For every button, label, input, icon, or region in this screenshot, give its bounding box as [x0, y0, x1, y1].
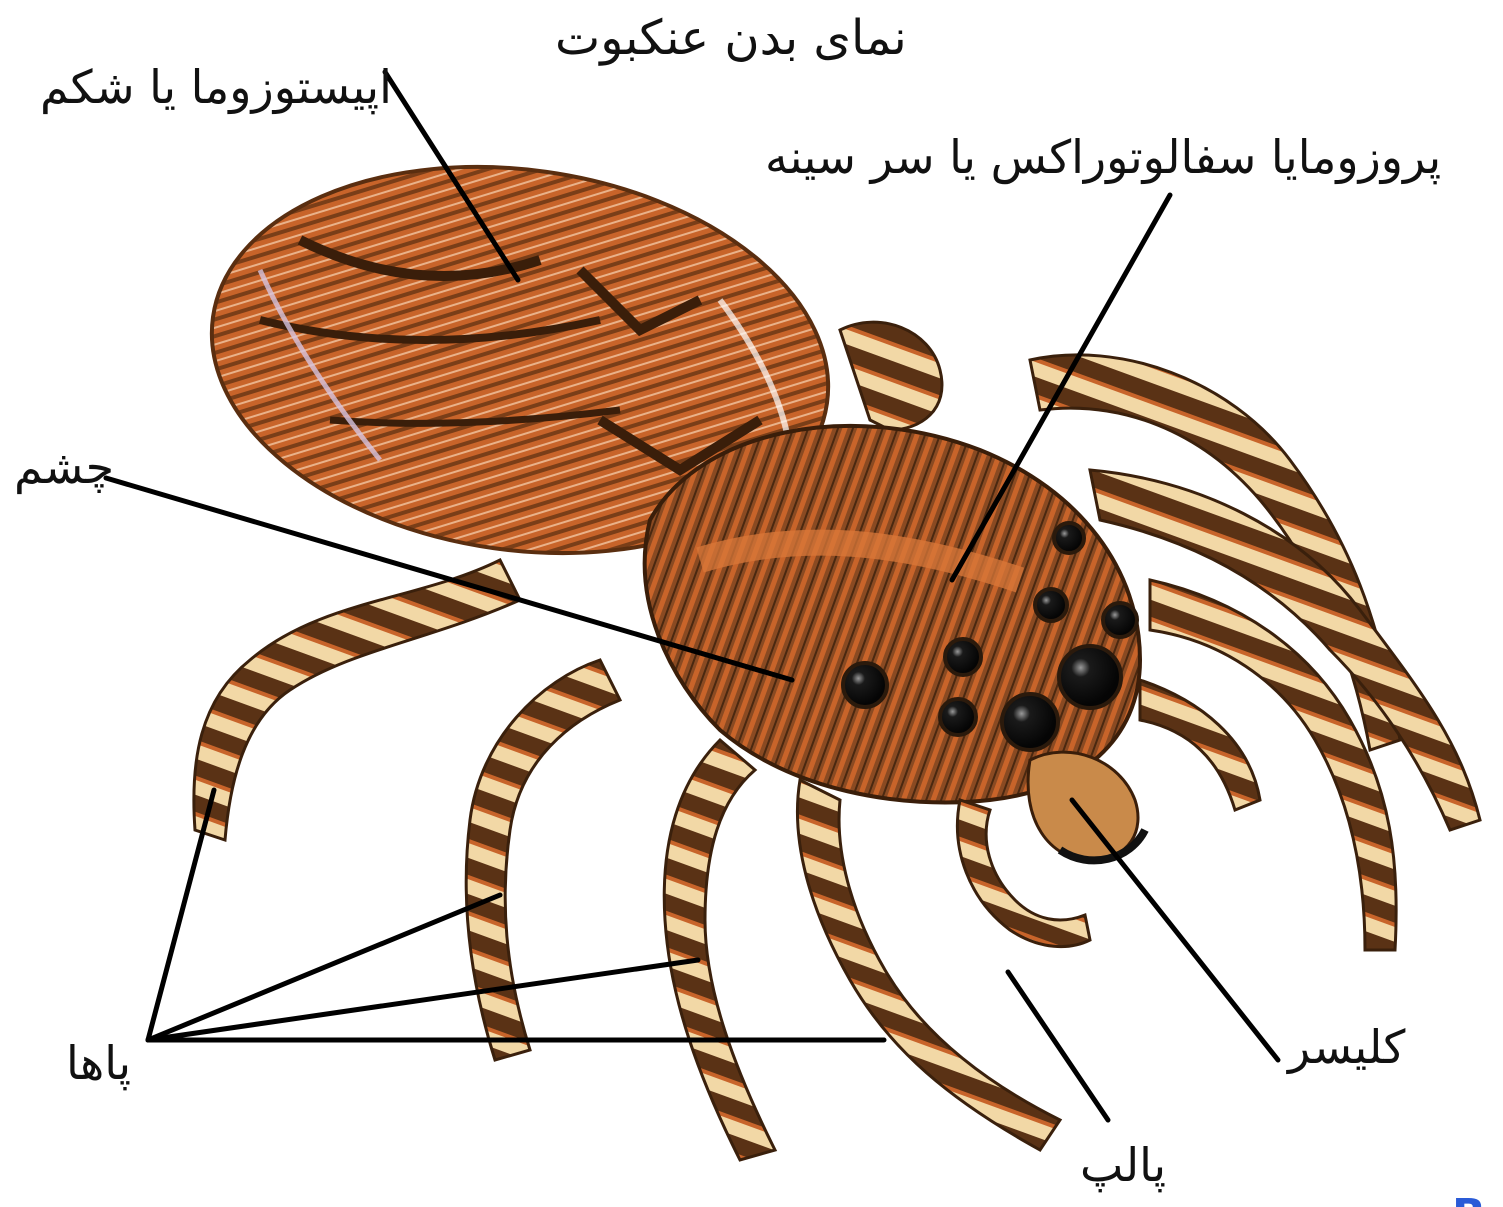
label-chelicera: کلیسر	[1288, 1024, 1405, 1070]
label-palp: پالپ	[1080, 1142, 1166, 1188]
label-legs: پاها	[66, 1040, 131, 1086]
diagram-title: نمای بدن عنکبوت	[555, 14, 907, 62]
label-eye: چشم	[14, 444, 114, 490]
chelicerae	[1028, 752, 1145, 860]
leader-leg-2	[148, 895, 500, 1040]
leader-leg-1	[148, 790, 214, 1040]
label-abdomen: اپیستوزوما یا شکم	[40, 64, 392, 110]
leader-leg-3	[148, 960, 698, 1040]
leader-chelicera	[1072, 800, 1278, 1060]
corner-mark: B	[1452, 1190, 1503, 1207]
label-cephalothorax: پروزومایا سفالوتوراکس یا سر سینه	[765, 134, 1441, 180]
leader-palp	[1008, 972, 1108, 1120]
